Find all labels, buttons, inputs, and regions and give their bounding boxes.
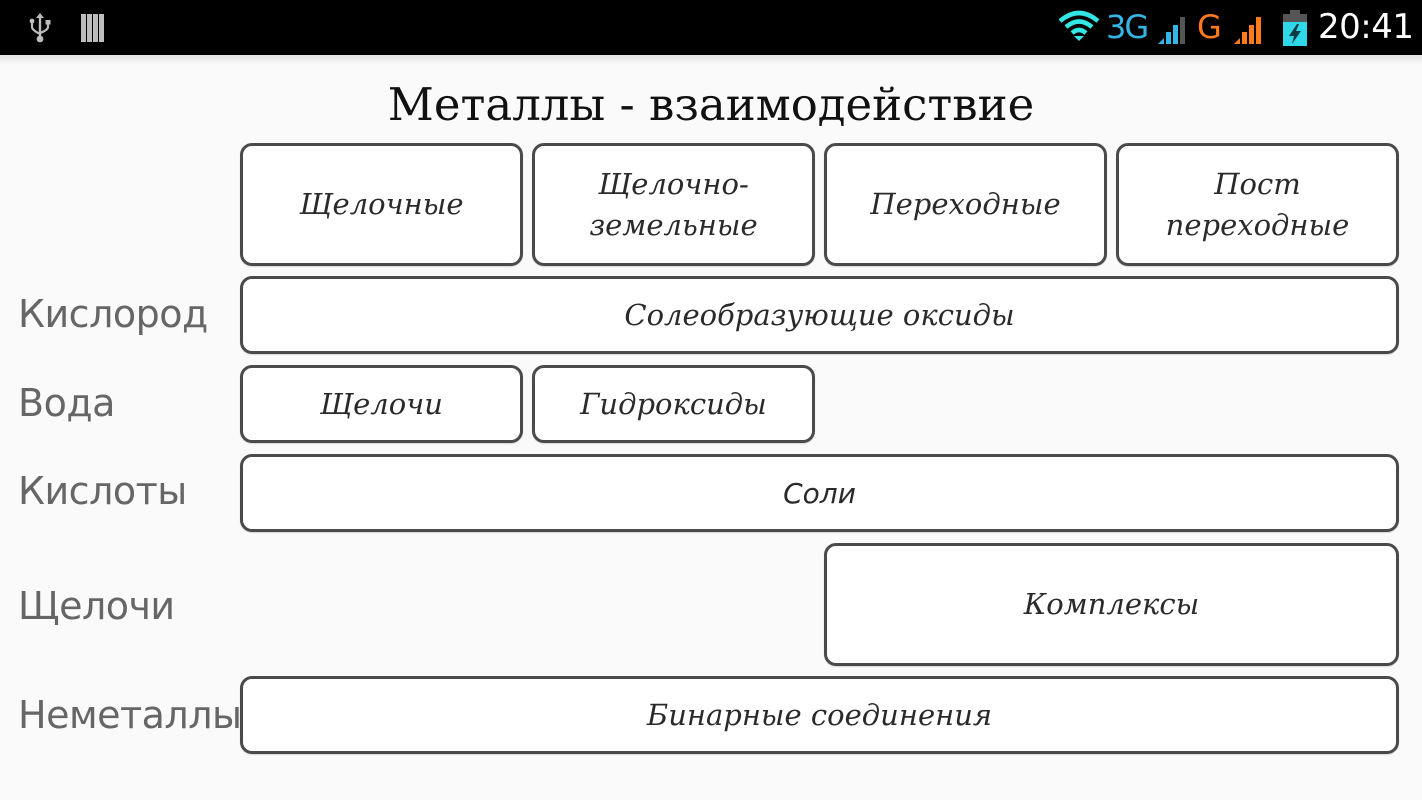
- cell-salt-forming-oxides[interactable]: Солеобразующие оксиды: [240, 276, 1399, 354]
- status-bar: 3G G 20:41: [0, 0, 1422, 55]
- cell-text: Солеобразующие оксиды: [624, 297, 1015, 332]
- column-header-alkali[interactable]: Щелочные: [240, 143, 523, 266]
- column-header-label: Переходные: [870, 187, 1061, 221]
- column-header-post-transition[interactable]: Пост переходные: [1116, 143, 1399, 266]
- battery-charging-icon: [1283, 10, 1307, 46]
- usb-icon: [29, 13, 51, 43]
- column-header-label: Щелочные: [299, 187, 464, 221]
- cell-text: Соли: [783, 476, 856, 510]
- column-header-line: Пост: [1214, 166, 1301, 201]
- row-label-nonmetals: Неметаллы: [18, 693, 242, 737]
- signal-icon: [1158, 17, 1185, 44]
- cell-text: Комплексы: [1023, 587, 1200, 621]
- row-label-alkalis: Щелочи: [18, 584, 175, 628]
- storage-bars-icon: [81, 14, 104, 42]
- page-title: Металлы - взаимодействие: [0, 78, 1422, 131]
- cell-hydroxides[interactable]: Гидроксиды: [532, 365, 815, 443]
- network-type-secondary: G: [1197, 8, 1222, 46]
- row-label-water: Вода: [18, 381, 115, 425]
- cell-salts[interactable]: Соли: [240, 454, 1399, 532]
- column-header-label: Щелочно-земельные: [589, 164, 757, 246]
- cell-binary-compounds[interactable]: Бинарные соединения: [240, 676, 1399, 754]
- page-title-text: Металлы - взаимодействие: [387, 78, 1035, 131]
- row-label-acids: Кислоты: [18, 469, 187, 513]
- signal-icon: [1234, 17, 1261, 44]
- column-header-line: Щелочно-: [598, 166, 749, 201]
- cell-alkalis[interactable]: Щелочи: [240, 365, 523, 443]
- clock: 20:41: [1318, 7, 1414, 47]
- status-bar-shadow: [0, 55, 1422, 65]
- network-type-primary: 3G: [1106, 8, 1149, 46]
- row-label-oxygen: Кислород: [18, 292, 208, 336]
- cell-complexes[interactable]: Комплексы: [824, 543, 1399, 666]
- column-header-transition[interactable]: Переходные: [824, 143, 1107, 266]
- cell-text: Щелочи: [320, 386, 443, 421]
- cell-text: Бинарные соединения: [646, 697, 993, 732]
- cell-text: Гидроксиды: [580, 386, 767, 421]
- column-header-line: переходные: [1165, 207, 1350, 242]
- column-header-label: Пост переходные: [1166, 164, 1350, 246]
- column-header-line: земельные: [589, 207, 758, 242]
- wifi-icon: [1058, 10, 1100, 41]
- column-header-alkaline-earth[interactable]: Щелочно-земельные: [532, 143, 815, 266]
